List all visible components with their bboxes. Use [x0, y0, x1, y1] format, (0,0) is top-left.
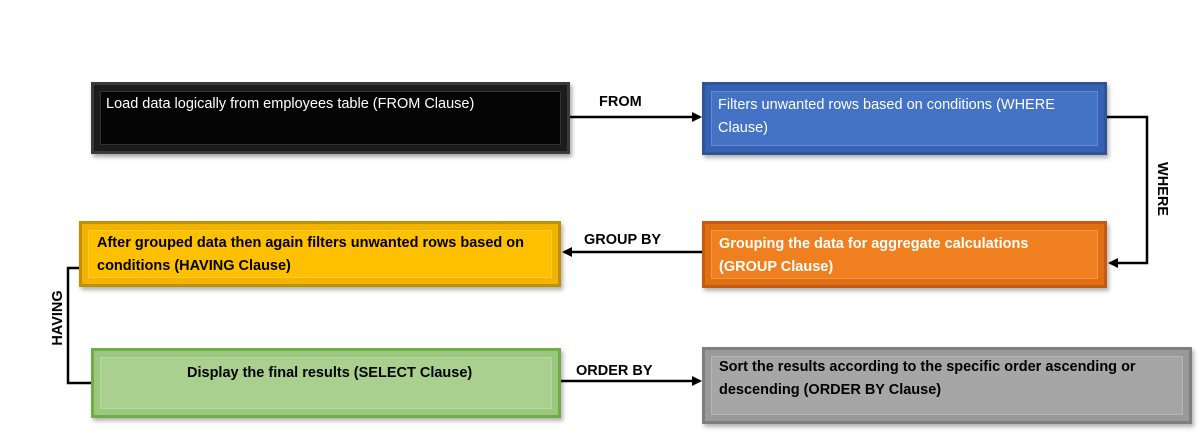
step-order-line2: descending (ORDER BY Clause): [719, 382, 942, 398]
step-order-box: Sort the results according to the specif…: [702, 347, 1192, 424]
step-group-box: Grouping the data for aggregate calculat…: [702, 221, 1107, 288]
step-having-line1: After grouped data then again filters un…: [97, 235, 524, 251]
step-having-line2: conditions (HAVING Clause): [97, 258, 291, 274]
label-where: WHERE: [1154, 162, 1170, 216]
label-group-by: GROUP BY: [584, 232, 662, 248]
label-from: FROM: [599, 94, 642, 110]
step-group-line2: (GROUP Clause): [719, 259, 834, 275]
step-having-box: After grouped data then again filters un…: [79, 221, 561, 287]
step-select-text: Display the final results (SELECT Clause…: [187, 365, 473, 381]
arrow-where: [1070, 115, 1149, 268]
label-order-by: ORDER BY: [576, 363, 653, 379]
step-where-line2: Clause): [718, 120, 768, 136]
step-group-line1: Grouping the data for aggregate calculat…: [719, 236, 1029, 252]
step-where-line1: Filters unwanted rows based on condition…: [718, 97, 1055, 113]
step-select-box: Display the final results (SELECT Clause…: [91, 348, 561, 418]
label-having: HAVING: [50, 290, 66, 346]
step-order-line1: Sort the results according to the specif…: [719, 359, 1136, 375]
step-from-text: Load data logically from employees table…: [106, 96, 475, 112]
step-from-box: Load data logically from employees table…: [91, 82, 570, 154]
step-where-box: Filters unwanted rows based on condition…: [702, 82, 1107, 155]
